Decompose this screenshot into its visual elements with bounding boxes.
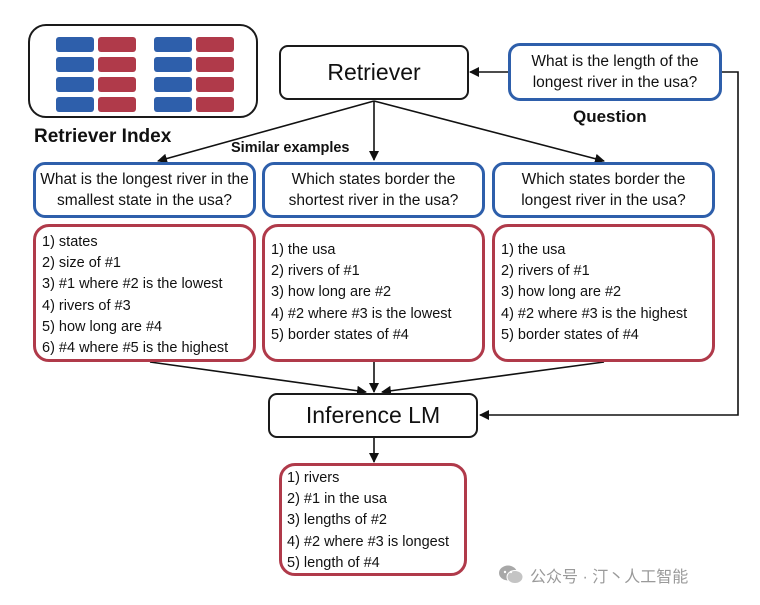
step-line: 4) rivers of #3	[42, 297, 131, 314]
arrow-retriever-to-example-1	[157, 100, 375, 164]
example-question-1: What is the longest river in the smalles…	[33, 162, 256, 218]
step-line: 1) states	[42, 234, 98, 250]
output-steps: 1) rivers 2) #1 in the usa 3) lengths of…	[279, 463, 467, 576]
index-chip	[98, 77, 136, 92]
step-line: 3) #1 where #2 is the lowest	[42, 276, 223, 293]
index-chip	[98, 97, 136, 112]
index-chip	[56, 37, 94, 52]
question-box: What is the length of the longest river …	[508, 43, 722, 101]
inference-lm-box: Inference LM	[268, 393, 478, 438]
index-chip	[196, 77, 234, 92]
index-chip	[98, 37, 136, 52]
index-chip	[98, 57, 136, 72]
index-chip	[154, 37, 192, 52]
step-line: 4) #2 where #3 is longest	[287, 533, 450, 550]
index-chip	[196, 57, 234, 72]
arrow-question-to-inference	[479, 71, 739, 420]
question-text: What is the length of the longest river …	[531, 53, 699, 91]
retriever-index-label: Retriever Index	[34, 126, 172, 147]
index-chip	[154, 97, 192, 112]
wechat-icon	[499, 565, 524, 584]
step-line: 5) border states of #4	[501, 326, 639, 343]
example-question-1-text: What is the longest river in the smalles…	[40, 171, 249, 209]
retriever-label: Retriever	[327, 59, 421, 85]
arrow-retriever-to-example-3	[373, 100, 605, 164]
index-chip	[154, 77, 192, 92]
step-line: 4) #2 where #3 is the lowest	[271, 305, 452, 322]
index-chip	[196, 97, 234, 112]
step-line: 3) how long are #2	[501, 284, 622, 301]
step-line: 4) #2 where #3 is the highest	[501, 305, 688, 322]
step-line: 2) rivers of #1	[501, 263, 590, 280]
retriever-index-box	[28, 24, 258, 118]
step-line: 5) how long are #4	[42, 318, 163, 335]
question-label: Question	[573, 107, 647, 126]
watermark: 公众号 · 汀丶人工智能	[498, 563, 688, 587]
step-line: 2) #1 in the usa	[287, 491, 387, 508]
example-steps-1: 1) states 2) size of #1 3) #1 where #2 i…	[33, 224, 256, 362]
index-chip	[196, 37, 234, 52]
step-line: 5) border states of #4	[271, 326, 409, 343]
step-line: 1) the usa	[271, 242, 336, 258]
example-question-2-text: Which states border the shortest river i…	[288, 171, 459, 209]
example-steps-3: 1) the usa 2) rivers of #1 3) how long a…	[492, 224, 715, 362]
index-chip	[154, 57, 192, 72]
example-question-2: Which states border the shortest river i…	[262, 162, 485, 218]
index-chip	[56, 57, 94, 72]
step-line: 6) #4 where #5 is the highest	[42, 340, 229, 357]
step-line: 2) rivers of #1	[271, 263, 360, 280]
retriever-box: Retriever	[279, 45, 469, 100]
example-question-3-text: Which states border the longest river in…	[521, 171, 686, 209]
arrow-example-1-to-inference	[149, 361, 367, 396]
step-line: 1) rivers	[287, 470, 340, 486]
watermark-text: 公众号 · 汀丶人工智能	[530, 569, 689, 586]
example-steps-2: 1) the usa 2) rivers of #1 3) how long a…	[262, 224, 485, 362]
step-line: 3) lengths of #2	[287, 512, 387, 529]
step-line: 1) the usa	[501, 242, 566, 258]
step-line: 2) size of #1	[42, 255, 121, 272]
arrow-example-3-to-inference	[381, 361, 605, 396]
example-question-3: Which states border the longest river in…	[492, 162, 715, 218]
step-line: 3) how long are #2	[271, 284, 392, 301]
inference-lm-label: Inference LM	[305, 402, 441, 428]
index-chip	[56, 77, 94, 92]
index-chip	[56, 97, 94, 112]
similar-examples-label: Similar examples	[231, 140, 350, 156]
step-line: 5) length of #4	[287, 554, 380, 571]
